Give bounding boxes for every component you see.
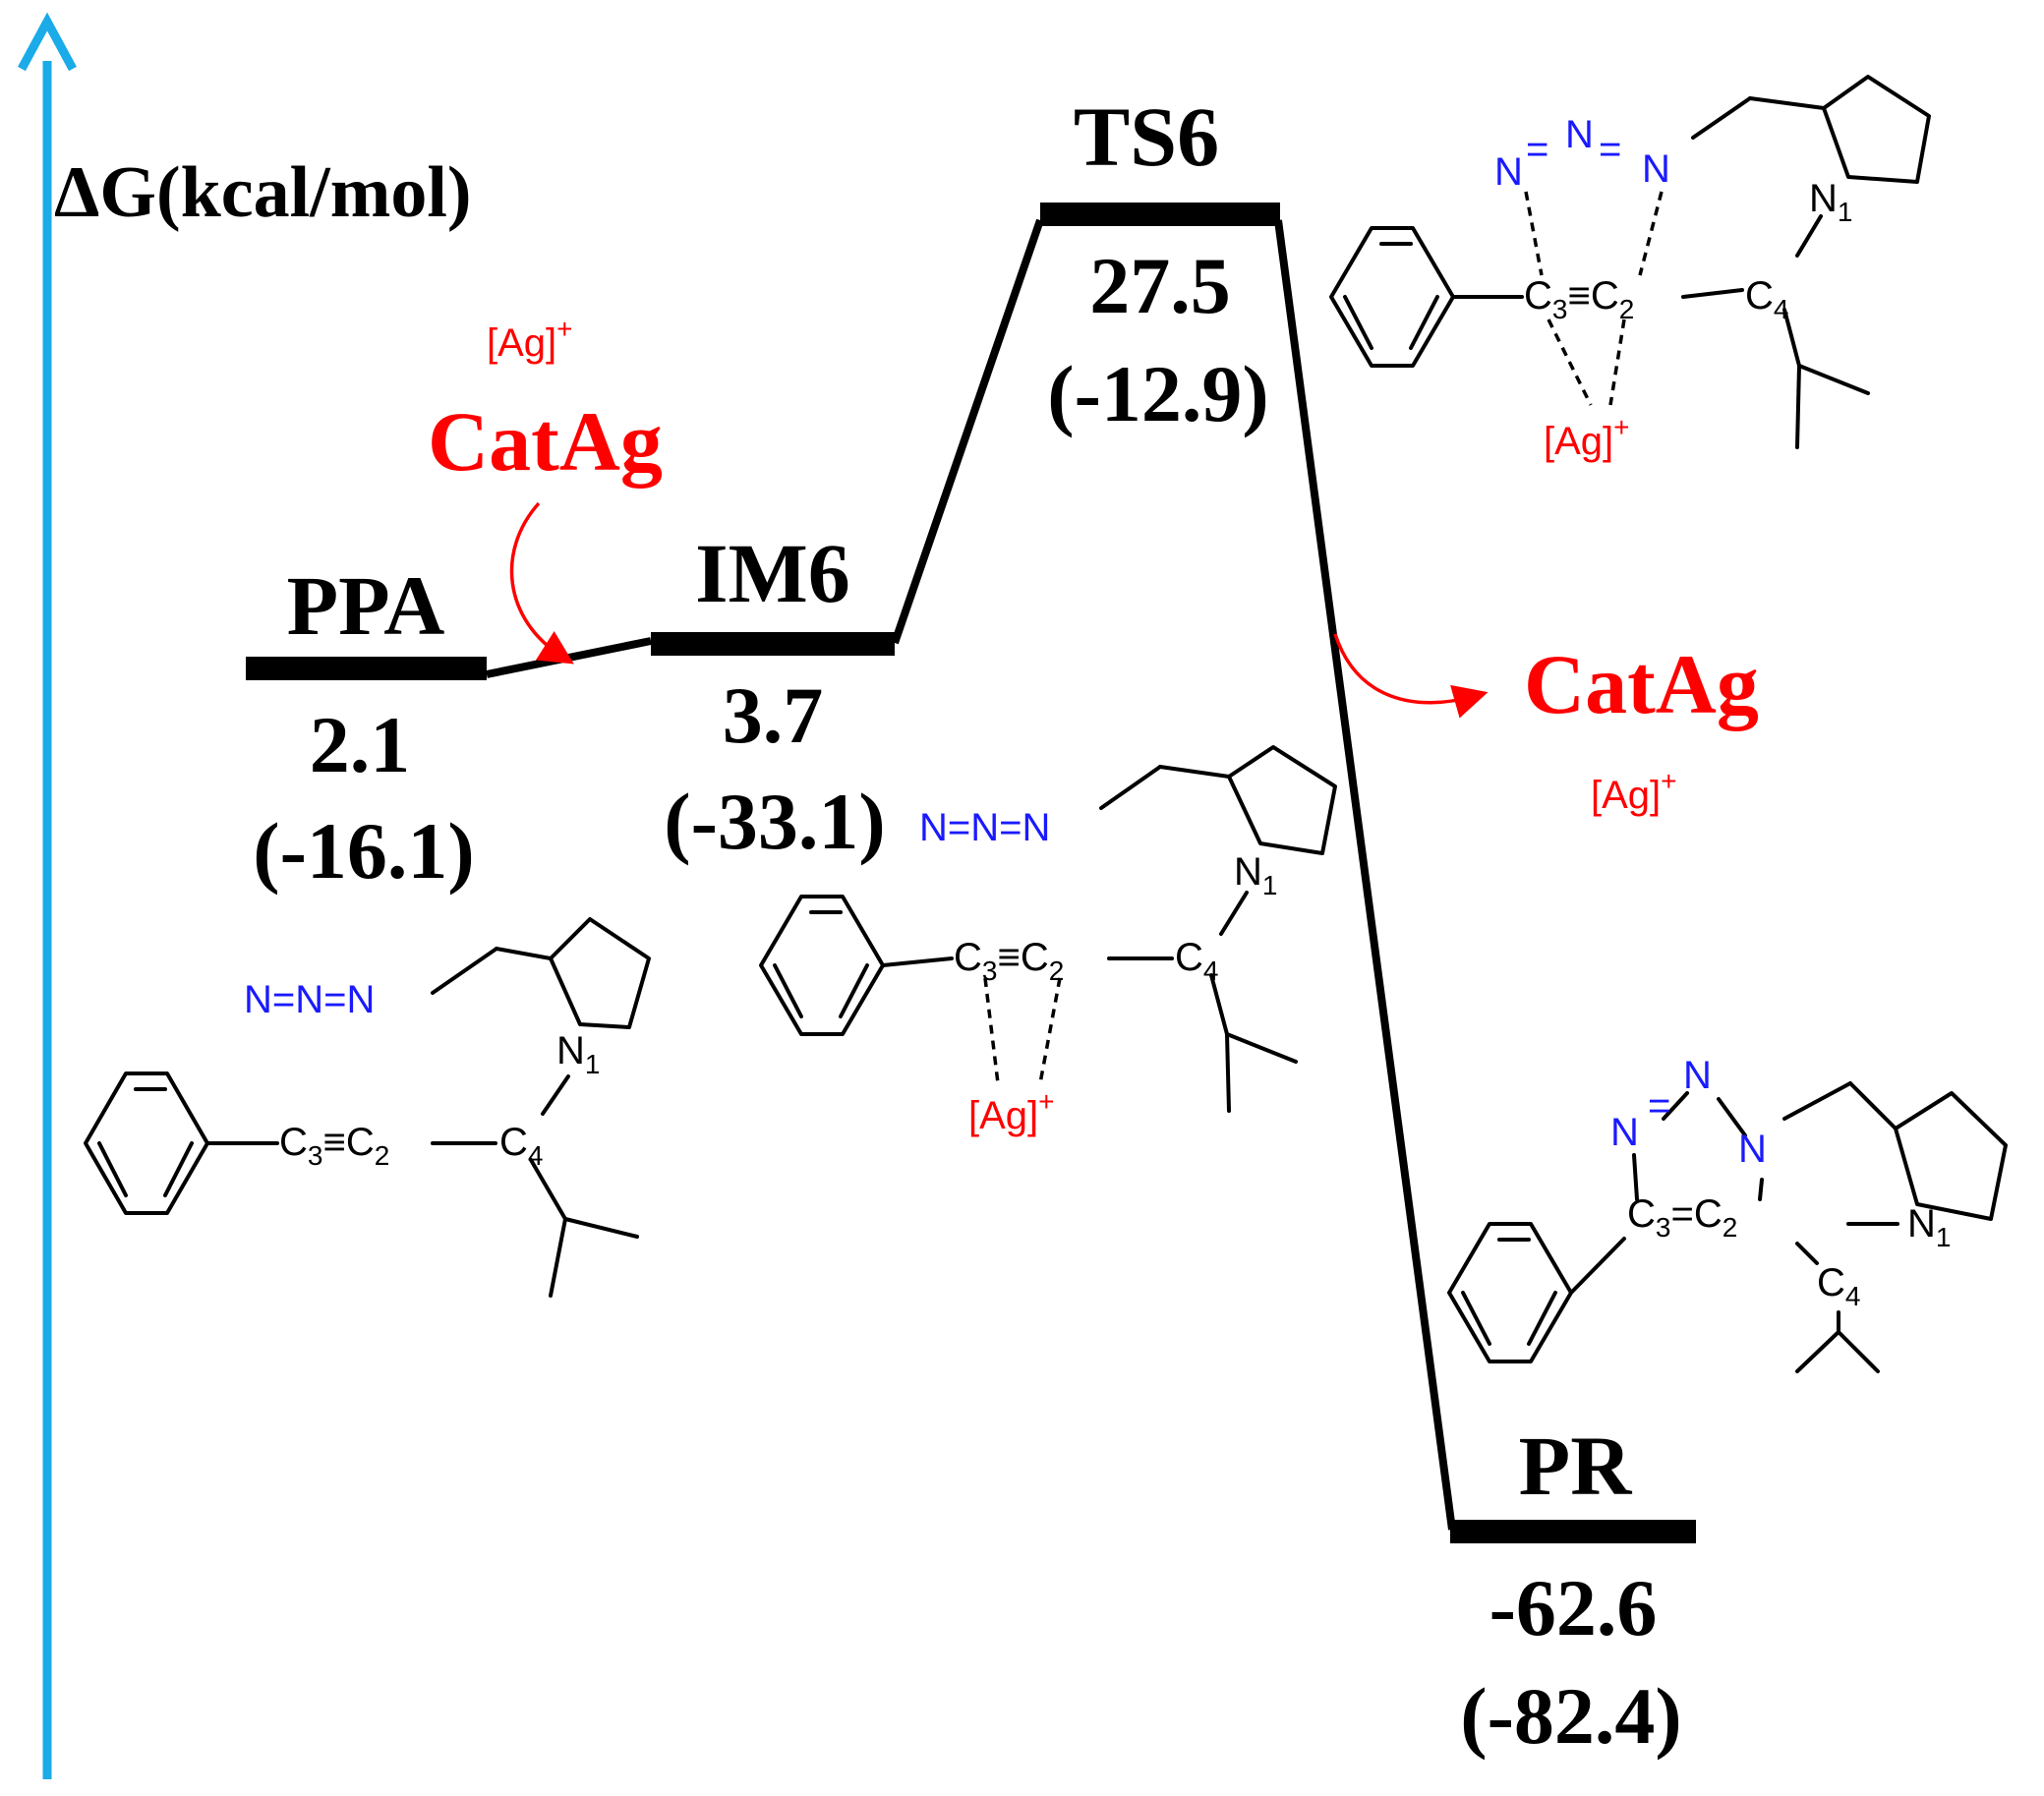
svg-text:C3≡C2: C3≡C2	[279, 1121, 389, 1171]
svg-text:N1: N1	[1809, 177, 1852, 227]
connector-ppa-im6	[486, 637, 652, 678]
svg-text:C4: C4	[1817, 1261, 1860, 1311]
svg-text:N: N	[1738, 1128, 1767, 1171]
svg-text:C4: C4	[1175, 936, 1218, 986]
energy-alt-ppa: (-16.1)	[253, 806, 474, 896]
label-ts6: TS6	[1074, 89, 1219, 184]
energy-alt-im6: (-33.1)	[664, 777, 885, 866]
svg-text:[Ag]+: [Ag]+	[968, 1086, 1055, 1137]
svg-text:N: N	[1610, 1111, 1639, 1154]
energy-alt-pr: (-82.4)	[1460, 1671, 1681, 1761]
svg-text:N=N=N: N=N=N	[919, 806, 1050, 849]
label-ppa: PPA	[287, 558, 445, 653]
svg-text:N=N=N: N=N=N	[244, 978, 375, 1021]
structure-ts6: N = N = N N1 C3≡C2 C4 [Ag]+	[1329, 75, 1931, 463]
svg-text:=: =	[1526, 128, 1548, 171]
catalyst-out-arrow	[1333, 633, 1489, 719]
svg-text:C4: C4	[1745, 274, 1788, 324]
connector-ts6-pr	[1274, 219, 1456, 1531]
svg-text:N: N	[1683, 1054, 1712, 1097]
svg-text:N: N	[1494, 150, 1523, 194]
connector-im6-ts6	[891, 218, 1044, 645]
svg-text:C3≡C2: C3≡C2	[1524, 274, 1634, 324]
axis-title: ΔG(kcal/mol)	[54, 152, 472, 233]
catalyst-in-arrow	[509, 501, 574, 665]
svg-text:N: N	[1565, 113, 1594, 156]
structure-im6: N=N=N N1 C3≡C2 C4 [Ag]+	[759, 745, 1337, 1137]
svg-text:N: N	[1642, 147, 1670, 191]
catalyst-out-ag: [Ag]+	[1591, 766, 1677, 817]
svg-text:=: =	[1648, 1084, 1670, 1128]
energy-pr: -62.6	[1489, 1563, 1658, 1652]
energy-alt-ts6: (-12.9)	[1047, 349, 1268, 438]
svg-text:=: =	[1599, 128, 1621, 171]
svg-text:C4: C4	[499, 1121, 543, 1171]
label-im6: IM6	[695, 526, 850, 620]
svg-text:[Ag]+: [Ag]+	[1544, 412, 1630, 463]
svg-text:N1: N1	[556, 1029, 600, 1079]
svg-text:C3≡C2: C3≡C2	[954, 936, 1064, 986]
energy-axis	[18, 12, 77, 1779]
catalyst-out-label: CatAg	[1524, 637, 1759, 731]
svg-text:N1: N1	[1907, 1202, 1951, 1252]
structure-pr: N = N N N1 C3=C2 C4	[1447, 1054, 2008, 1373]
svg-text:C3=C2: C3=C2	[1627, 1192, 1737, 1243]
structure-ppa: N=N=N N1 C3≡C2 C4	[84, 917, 651, 1298]
energy-ts6: 27.5	[1089, 241, 1231, 330]
catalyst-in-ag: [Ag]+	[487, 314, 573, 365]
energy-ppa: 2.1	[310, 700, 411, 789]
energy-im6: 3.7	[723, 670, 824, 760]
catalyst-in-label: CatAg	[428, 394, 663, 489]
svg-text:N1: N1	[1234, 850, 1277, 900]
label-pr: PR	[1519, 1419, 1633, 1513]
